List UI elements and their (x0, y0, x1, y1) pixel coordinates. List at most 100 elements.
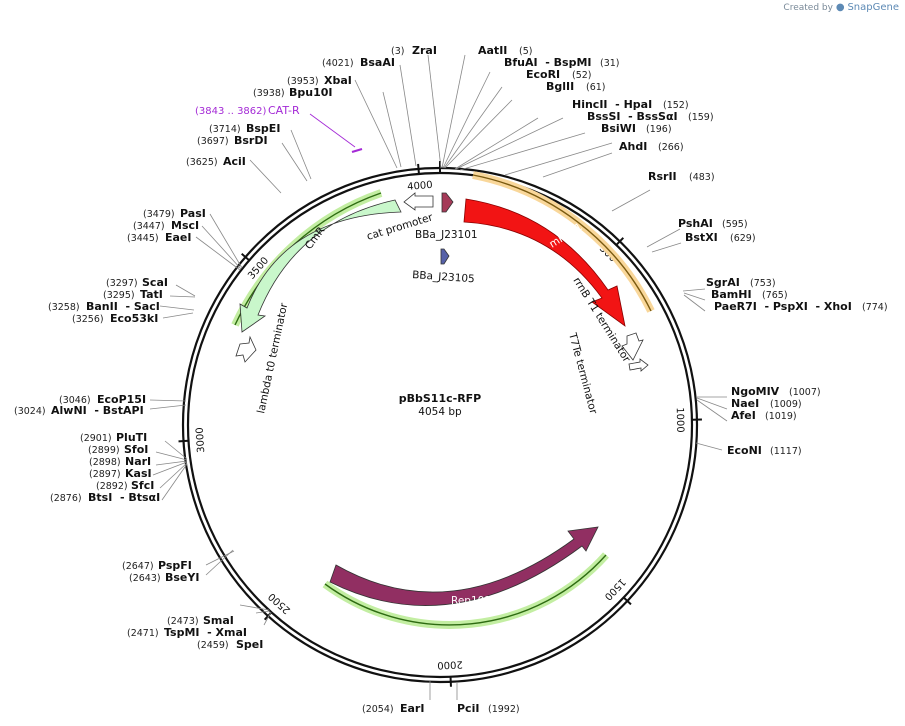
enzyme-position: (3256) (72, 314, 104, 325)
enzyme-position: (159) (688, 112, 714, 123)
enzyme-position: (2897) (89, 469, 121, 480)
enzyme-label: SgrAI (706, 276, 740, 289)
enzyme-position: (3447) (133, 221, 165, 232)
rep101-label: Rep101 (451, 595, 491, 607)
enzyme-position: (52) (572, 70, 592, 81)
enzyme-position: (3297) (106, 278, 138, 289)
enzyme-label: MscI (171, 219, 199, 232)
enzyme-position: (3714) (209, 124, 241, 135)
cat-promoter-arrow[interactable] (403, 192, 434, 211)
enzyme-label: EcoRI (526, 68, 560, 81)
enzyme-position: (266) (658, 142, 684, 153)
enzyme-position: (3625) (186, 157, 218, 168)
enzyme-position: (753) (750, 278, 776, 289)
enzyme-label: EcoNI (727, 444, 762, 457)
enzyme-position: (196) (646, 124, 672, 135)
enzyme-label: KasI (125, 467, 152, 480)
enzyme-label: Eco53kI (110, 312, 158, 325)
primer-leader-line (309, 113, 356, 148)
enzyme-label: SfcI (131, 479, 154, 492)
enzyme-label: AhdI (619, 140, 647, 153)
enzyme-position: (2899) (88, 445, 120, 456)
enzyme-position: (595) (722, 219, 748, 230)
enzyme-position: (3938) (253, 88, 285, 99)
tick-label: 1000 (674, 407, 686, 433)
enzyme-label: PasI (180, 207, 206, 220)
enzyme-position: (1019) (765, 411, 797, 422)
enzyme-label: HincII - HpaI (572, 98, 652, 111)
rrnb-t1-terminator-arrow[interactable] (621, 332, 644, 361)
tick-label: 4000 (407, 180, 433, 193)
enzyme-label: EcoP15I (97, 393, 146, 406)
enzyme-label: BanII - SacI (86, 300, 160, 313)
enzyme-position: (3479) (143, 209, 175, 220)
bba-j23101-arrow[interactable] (441, 192, 454, 213)
enzyme-label: EarI (400, 702, 424, 715)
enzyme-position: (774) (862, 302, 888, 313)
enzyme-label: TatI (140, 288, 163, 301)
tick-mark (623, 596, 632, 606)
enzyme-position: (3445) (127, 233, 159, 244)
enzyme-label: PaeR7I - PspXI - XhoI (714, 300, 852, 313)
enzyme-position: (2054) (362, 704, 394, 715)
enzyme-label: SmaI (203, 614, 234, 627)
snapgene-logo-icon: ● (835, 2, 845, 13)
enzyme-label: Bpu10I (289, 86, 333, 99)
snapgene-branding: Created by ● SnapGene (783, 2, 899, 13)
enzyme-label: BglII (546, 80, 574, 93)
enzyme-label: XbaI (324, 74, 352, 87)
primer-cat-r-range: (3843 .. 3862) (195, 106, 267, 117)
enzyme-label: BsrDI (234, 134, 268, 147)
enzyme-label: SpeI (236, 638, 263, 651)
app-name: SnapGene (847, 2, 899, 13)
enzyme-position: (1009) (770, 399, 802, 410)
backbone-inner-strand (186, 171, 694, 679)
enzyme-position: (1992) (488, 704, 520, 715)
primer-cat-r-label: CAT-R (268, 104, 300, 117)
lambda-t0-terminator-arrow[interactable] (235, 335, 257, 363)
enzyme-position: (2471) (127, 628, 159, 639)
t7te-label: T7Te terminator (566, 331, 600, 416)
enzyme-labels: ZraI (3) AatII (5) BfuAI - BspMI (31) Ec… (14, 44, 888, 715)
rep101-arrow[interactable] (329, 526, 599, 606)
tick-mark (241, 253, 250, 262)
enzyme-label: NgoMIV (731, 385, 780, 398)
t7te-terminator-arrow[interactable] (628, 358, 649, 372)
enzyme-label: BfuAI - BspMI (504, 56, 592, 69)
enzyme-position: (3258) (48, 302, 80, 313)
bba-j23105-arrow[interactable] (440, 248, 450, 265)
enzyme-label: AlwNI - BstAPI (51, 404, 144, 417)
enzyme-position: (3295) (103, 290, 135, 301)
mrfp1-arrow[interactable] (463, 198, 626, 327)
created-by-text: Created by (783, 3, 833, 13)
enzyme-label: BssSI - BssSαI (587, 110, 678, 123)
enzyme-position: (2473) (167, 616, 199, 627)
plasmid-length: 4054 bp (418, 406, 462, 418)
enzyme-position: (483) (689, 172, 715, 183)
enzyme-label: BsaAI (360, 56, 395, 69)
enzyme-label: NarI (125, 455, 151, 468)
enzyme-position: (2876) (50, 493, 82, 504)
enzyme-position: (5) (519, 46, 532, 57)
enzyme-label: BspEI (246, 122, 280, 135)
tick-label: 2000 (437, 658, 463, 670)
enzyme-position: (1117) (770, 446, 802, 457)
enzyme-label: BamHI (711, 288, 752, 301)
enzyme-position: (2901) (80, 433, 112, 444)
enzyme-position: (31) (600, 58, 620, 69)
enzyme-position: (3) (391, 46, 404, 57)
enzyme-position: (2643) (129, 573, 161, 584)
enzyme-position: (3046) (59, 395, 91, 406)
cmr-arrow[interactable] (239, 199, 402, 333)
enzyme-label: NaeI (731, 397, 759, 410)
enzyme-label: BstXI (685, 231, 718, 244)
enzyme-label: PluTI (116, 431, 147, 444)
tick-label: 3000 (195, 427, 208, 453)
primer-cat-r-mark (351, 147, 363, 154)
enzyme-position: (2892) (96, 481, 128, 492)
enzyme-position: (3024) (14, 406, 46, 417)
enzyme-label: EaeI (165, 231, 192, 244)
enzyme-label: AatII (478, 44, 507, 57)
tick-mark (417, 163, 420, 174)
